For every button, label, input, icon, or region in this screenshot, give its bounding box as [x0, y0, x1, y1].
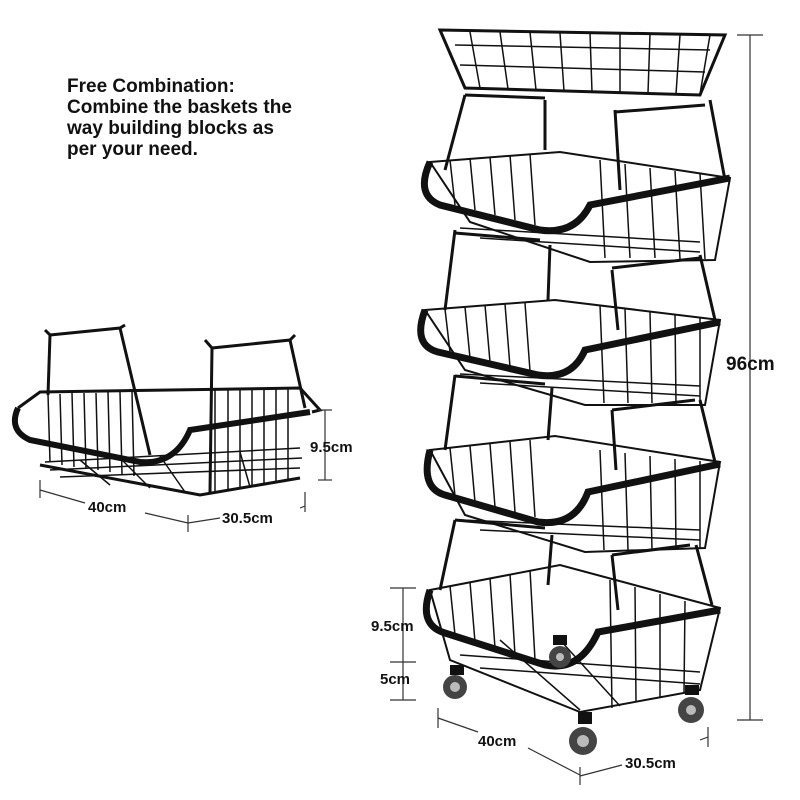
tower-wheels	[443, 635, 704, 755]
headline-line-1: Combine the baskets the	[67, 97, 292, 118]
single-basket-width-label: 40cm	[88, 499, 126, 516]
single-basket-depth-label: 30.5cm	[222, 510, 273, 527]
headline: Free Combination: Combine the baskets th…	[67, 76, 357, 160]
tower-width-label: 40cm	[478, 733, 516, 750]
single-basket-height-label: 9.5cm	[310, 439, 353, 456]
tower-basket-2	[420, 150, 732, 264]
single-basket-dimensions	[39, 409, 332, 532]
tower-depth-label: 30.5cm	[625, 755, 676, 772]
tower-basket-top	[437, 28, 728, 97]
tower-basket-4	[423, 434, 722, 554]
caster-wheel-left	[443, 665, 467, 699]
tower-basket-height-label: 9.5cm	[371, 618, 414, 635]
caster-wheel-back	[549, 635, 571, 668]
tower-dimensions	[390, 34, 763, 785]
tower-rack	[417, 28, 732, 714]
tower-basket-5	[422, 563, 722, 714]
headline-title: Free Combination:	[67, 76, 235, 97]
tower-wheel-height-label: 5cm	[380, 671, 410, 688]
headline-line-3: per your need.	[67, 139, 198, 160]
caster-wheel-front	[569, 712, 597, 755]
tower-basket-3	[417, 298, 722, 406]
headline-line-2: way building blocks as	[67, 118, 274, 139]
single-basket	[12, 323, 323, 497]
caster-wheel-right	[678, 685, 704, 723]
tower-height-label: 96cm	[726, 354, 775, 375]
